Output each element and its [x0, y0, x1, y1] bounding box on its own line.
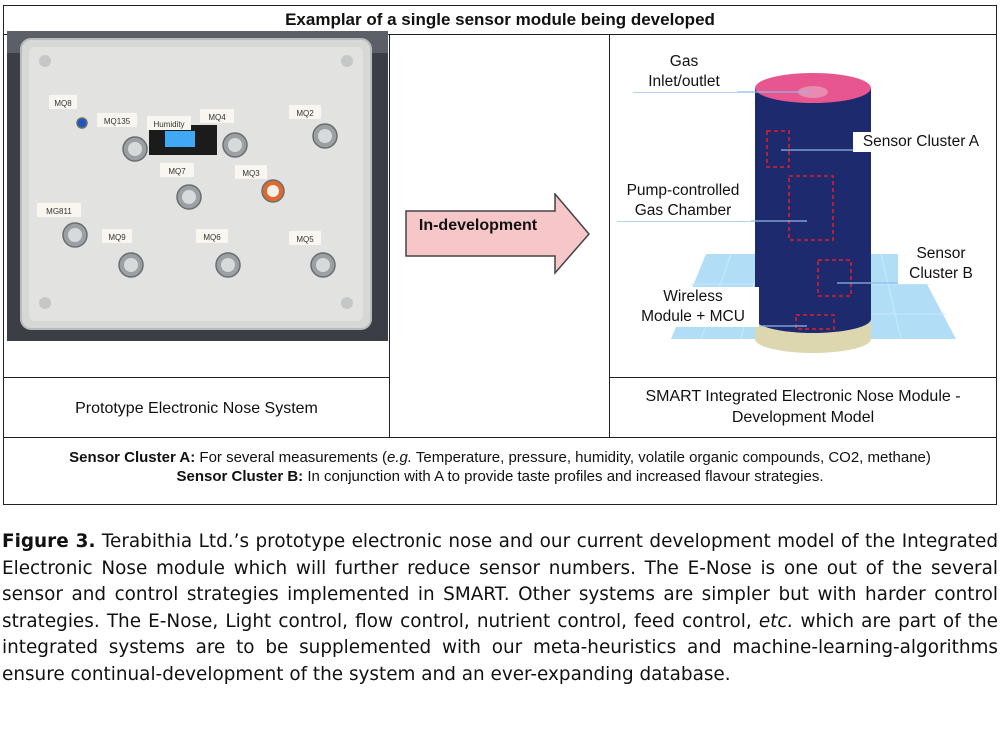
right-caption-line2: Development Model: [731, 409, 875, 426]
sensor-can-mesh: [316, 258, 330, 272]
divider-legend: [4, 437, 996, 438]
sensor-tag-label: MQ4: [208, 113, 226, 122]
sensor-can-mesh: [182, 190, 196, 204]
sensor-tag: [102, 229, 132, 243]
sensor-tag: [147, 116, 191, 130]
figure-panel: Examplar of a single sensor module being…: [3, 5, 997, 505]
sensor-tag-label: MQ5: [296, 235, 314, 244]
sensor-tag: [289, 231, 321, 245]
sensor-tag: [200, 109, 234, 123]
divider-left-caption: [4, 377, 390, 378]
arrow-label: In-development: [418, 217, 538, 234]
sensor-tag: [37, 203, 81, 217]
sensor-tag-label: MQ3: [242, 169, 260, 178]
sensor-tag: [97, 113, 137, 127]
sensor-can: [76, 117, 88, 129]
sensor-tag: [289, 105, 321, 119]
sensor-cluster-legend: Sensor Cluster A: For several measuremen…: [4, 448, 996, 486]
divider-left: [389, 34, 390, 437]
sensor-tag: [235, 165, 267, 179]
sensor-can-mesh: [267, 185, 279, 197]
sensor-tag-label: MQ8: [54, 99, 72, 108]
legend-line-a: Sensor Cluster A: For several measuremen…: [69, 449, 931, 466]
figure-caption: Figure 3. Terabithia Ltd.’s prototype el…: [2, 531, 998, 685]
sensor-can-mesh: [318, 129, 332, 143]
legend-line-b: Sensor Cluster B: In conjunction with A …: [176, 468, 824, 485]
right-caption-line1: SMART Integrated Electronic Nose Module …: [645, 388, 961, 405]
sensor-tag: [49, 95, 77, 109]
sensor-can-mesh: [124, 258, 138, 272]
divider-right-caption: [609, 377, 996, 378]
sensor-can-mesh: [228, 138, 242, 152]
sensor-tag-label: MQ135: [104, 117, 131, 126]
sensor-tag-label: MG811: [46, 207, 72, 216]
right-caption: SMART Integrated Electronic Nose Module …: [610, 386, 996, 428]
sensor-can-mesh: [128, 142, 142, 156]
left-caption: Prototype Electronic Nose System: [75, 400, 318, 417]
sensor-tag: [160, 163, 194, 177]
sensor-tag: [196, 229, 228, 243]
in-development-arrow: [405, 193, 590, 275]
divider-right: [609, 34, 610, 437]
sensor-tag-label: Humidity: [153, 120, 184, 129]
sensor-tag-label: MQ6: [203, 233, 221, 242]
sensor-can-mesh: [68, 228, 82, 242]
panel-title: Examplar of a single sensor module being…: [4, 6, 996, 35]
sensor-tag-label: MQ7: [168, 167, 186, 176]
sensor-tag-label: MQ2: [296, 109, 314, 118]
sensor-cluster-a-label: Sensor Cluster A: [853, 132, 989, 152]
sensor-tag-label: MQ9: [108, 233, 126, 242]
sensor-can-mesh: [221, 258, 235, 272]
